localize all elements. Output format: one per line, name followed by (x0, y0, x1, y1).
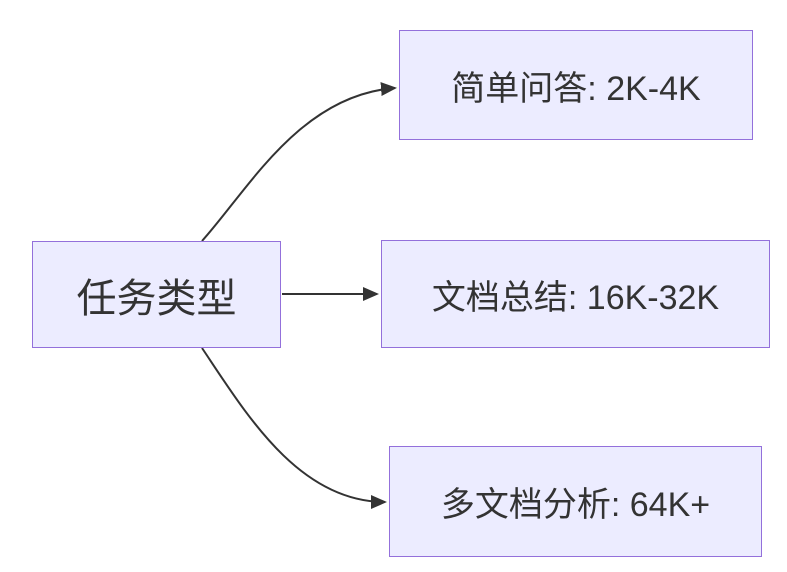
node-simple-qa-label: 简单问答: 2K-4K (451, 69, 701, 108)
node-task-type-label: 任务类型 (76, 276, 237, 321)
edge-task-type-to-multi-doc (201, 347, 387, 509)
node-simple-qa: 简单问答: 2K-4K (399, 30, 753, 140)
node-multi-doc: 多文档分析: 64K+ (389, 446, 762, 557)
node-multi-doc-label: 多文档分析: 64K+ (440, 486, 711, 524)
node-task-type: 任务类型 (32, 241, 281, 348)
node-doc-summary-label: 文档总结: 16K-32K (431, 278, 720, 317)
node-doc-summary: 文档总结: 16K-32K (381, 240, 770, 348)
edge-task-type-to-simple-qa (201, 82, 397, 242)
